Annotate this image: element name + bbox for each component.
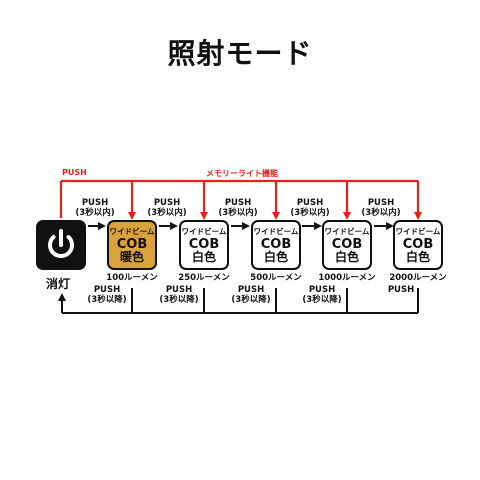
power-off-box <box>36 220 86 270</box>
page-title: 照射モード <box>167 37 313 70</box>
lumen-label-2000: 2000ルーメン <box>389 273 447 283</box>
return-lines <box>58 288 419 314</box>
forward-push-label-1: PUSH(3秒以内) <box>75 198 115 218</box>
mode-box-white-2000: ワイドビーム COB 白色 <box>393 220 443 270</box>
return-push-label-4: PUSH(3秒以降) <box>302 285 342 305</box>
return-push-label-3: PUSH(3秒以降) <box>231 285 271 305</box>
forward-push-label-5: PUSH(3秒以内) <box>361 198 401 218</box>
return-push-label-2: PUSH(3秒以降) <box>159 285 199 305</box>
mode-box-warm-100: ワイドビーム COB 暖色 <box>107 220 157 270</box>
memory-light-label: メモリーライト機能 <box>206 169 278 178</box>
memory-light-lines <box>59 179 422 220</box>
return-push-label-5: PUSH <box>387 285 415 295</box>
mode-box-white-250: ワイドビーム COB 白色 <box>179 220 229 270</box>
forward-push-label-3: PUSH(3秒以内) <box>218 198 258 218</box>
forward-push-label-4: PUSH(3秒以内) <box>290 198 330 218</box>
memory-push-label: PUSH <box>62 168 87 177</box>
power-icon <box>48 229 74 259</box>
lumen-label-250: 250ルーメン <box>178 273 230 283</box>
lumen-label-100: 100ルーメン <box>106 273 158 283</box>
mode-box-white-1000: ワイドビーム COB 白色 <box>322 220 372 270</box>
lumen-label-1000: 1000ルーメン <box>318 273 376 283</box>
mode-box-white-500: ワイドビーム COB 白色 <box>251 220 301 270</box>
forward-push-label-2: PUSH(3秒以内) <box>147 198 187 218</box>
return-push-label-1: PUSH(3秒以降) <box>87 285 127 305</box>
off-label: 消灯 <box>46 277 71 291</box>
lumen-label-500: 500ルーメン <box>250 273 302 283</box>
